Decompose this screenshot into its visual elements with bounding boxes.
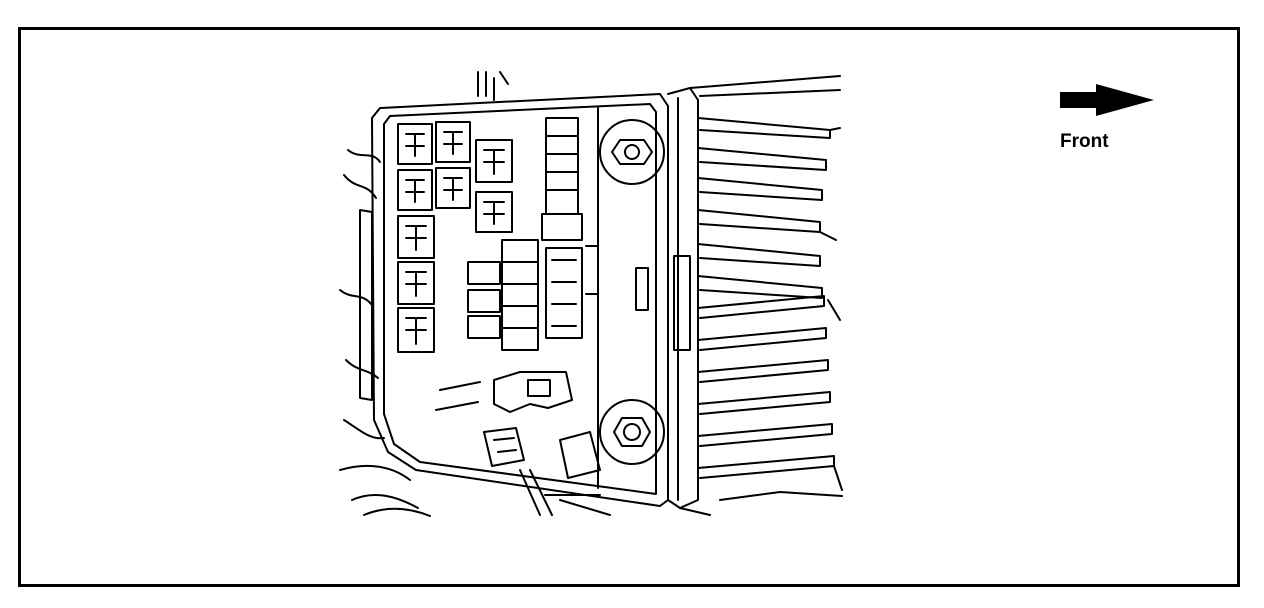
relays xyxy=(397,121,513,353)
bolt-upper xyxy=(599,119,665,185)
connector xyxy=(435,371,601,479)
arrow-right-icon xyxy=(1060,84,1154,116)
bolt-lower xyxy=(599,399,665,465)
fuses xyxy=(467,117,599,351)
front-direction-indicator: Front xyxy=(1058,82,1158,162)
background-lines-left xyxy=(339,71,611,517)
front-label: Front xyxy=(1060,131,1109,152)
module-heatsink xyxy=(667,75,843,516)
fuse-block-housing xyxy=(359,93,669,507)
